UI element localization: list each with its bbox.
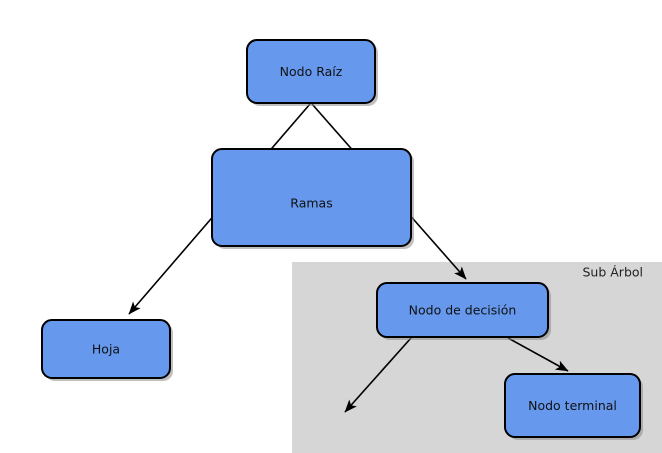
node-box[interactable] <box>246 39 376 104</box>
node-box[interactable] <box>376 282 549 338</box>
edge-arrow <box>344 337 412 413</box>
node-ramas[interactable]: Ramas <box>211 148 414 249</box>
node-nodo-terminal[interactable]: Nodo terminal <box>504 373 643 440</box>
edge-arrow <box>507 337 569 372</box>
node-nodo-raiz[interactable]: Nodo Raíz <box>246 39 378 106</box>
node-nodo-de-decision[interactable]: Nodo de decisión <box>376 282 551 340</box>
node-hoja[interactable]: Hoja <box>41 319 173 381</box>
node-box[interactable] <box>211 148 412 247</box>
node-box[interactable] <box>504 373 641 438</box>
node-box[interactable] <box>41 319 171 379</box>
